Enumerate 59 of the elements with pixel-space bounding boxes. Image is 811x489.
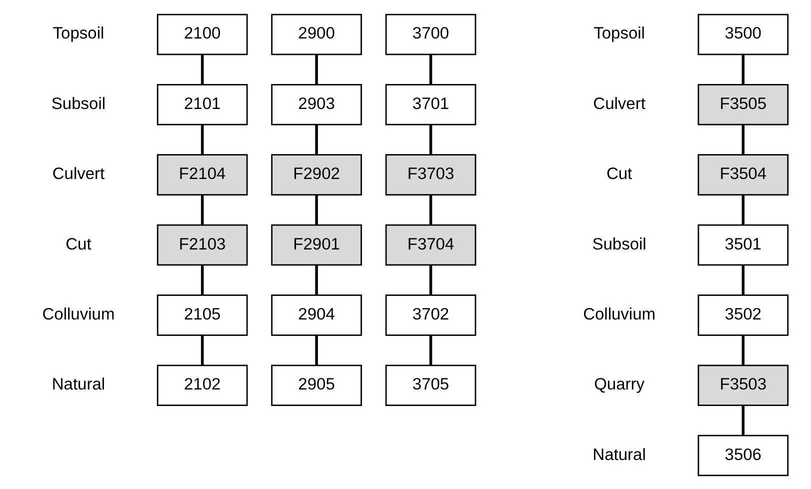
- node-box: F2902: [270, 154, 362, 195]
- connector: [200, 264, 204, 295]
- node-box: 2105: [156, 294, 248, 336]
- connector: [741, 405, 744, 435]
- connector: [428, 124, 432, 154]
- label: Cut: [606, 164, 632, 183]
- label: Natural: [592, 445, 646, 464]
- node-box: F3503: [697, 364, 788, 406]
- connector: [314, 264, 318, 295]
- label: Colluvium: [582, 304, 656, 323]
- label: Subsoil: [592, 234, 646, 253]
- label: Topsoil: [52, 24, 104, 42]
- node-box: 3501: [697, 224, 788, 266]
- connector: [314, 334, 318, 365]
- connector: [428, 54, 432, 84]
- node-box: 2102: [156, 364, 248, 406]
- label: Culvert: [52, 164, 104, 183]
- node-box: 3500: [697, 13, 788, 55]
- label: Cut: [65, 234, 91, 253]
- node-box: 3705: [384, 364, 476, 406]
- node-box: 2101: [156, 84, 248, 125]
- node-box: F3703: [384, 154, 476, 195]
- node-box: F3505: [697, 84, 788, 125]
- label: Topsoil: [593, 24, 644, 42]
- node-box: 2905: [270, 364, 362, 406]
- label: Natural: [51, 375, 105, 394]
- node-box: 3502: [697, 294, 788, 336]
- node-box: 2100: [156, 13, 248, 55]
- node-box: F3704: [384, 224, 476, 266]
- connector: [741, 194, 744, 224]
- connector: [741, 334, 744, 365]
- connector: [314, 124, 318, 154]
- connector: [741, 264, 744, 295]
- connector: [200, 124, 204, 154]
- connector: [741, 124, 744, 154]
- node-box: 2904: [270, 294, 362, 336]
- node-box: 2903: [270, 84, 362, 125]
- connector: [314, 54, 318, 84]
- node-box: F2103: [156, 224, 248, 266]
- label: Quarry: [594, 375, 644, 394]
- node-box: F3504: [697, 154, 788, 195]
- connector: [200, 54, 204, 84]
- node-box: F2901: [270, 224, 362, 266]
- connector: [428, 334, 432, 365]
- connector: [428, 194, 432, 224]
- connector: [428, 264, 432, 295]
- node-box: 3701: [384, 84, 476, 125]
- connector: [314, 194, 318, 224]
- node-box: 3506: [697, 434, 788, 476]
- label: Culvert: [592, 94, 645, 112]
- node-box: 3702: [384, 294, 476, 336]
- node-box: F2104: [156, 154, 248, 195]
- label: Colluvium: [42, 304, 114, 323]
- connector: [741, 54, 744, 84]
- node-box: 2900: [270, 13, 362, 55]
- connector: [200, 194, 204, 224]
- node-box: 3700: [384, 13, 476, 55]
- connector: [200, 334, 204, 365]
- label: Subsoil: [50, 94, 106, 112]
